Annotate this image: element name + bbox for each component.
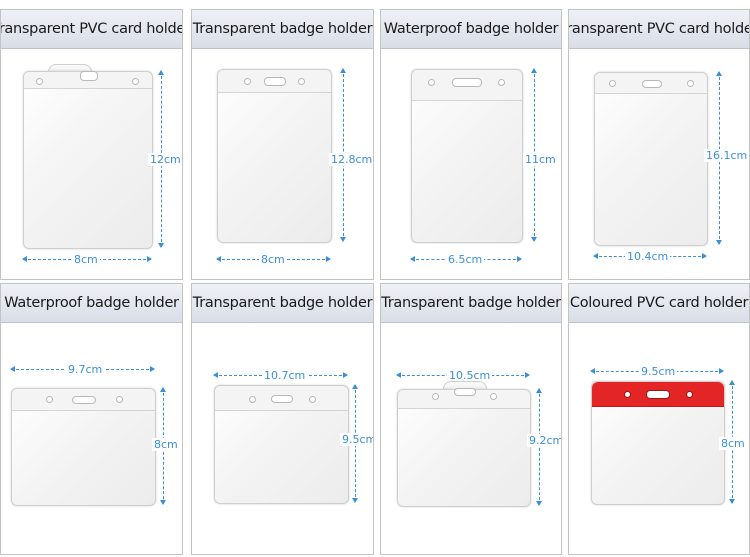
badge-holder-image: [411, 69, 523, 243]
product-figure: 10.7cm 9.5cm: [192, 323, 373, 554]
product-figure: 8cm 12.8cm: [192, 49, 373, 279]
height-dimension-label: 8cm: [152, 438, 180, 451]
badge-holder-image: [217, 69, 332, 243]
width-dimension-label: 10.7cm: [262, 369, 308, 382]
product-panel-3: Waterproof badge holder 6.5cm 11cm: [380, 9, 562, 280]
product-figure: 6.5cm 11cm: [381, 49, 561, 279]
product-figure: 9.7cm 8cm: [1, 323, 182, 554]
badge-holder-image: [11, 388, 156, 506]
width-dimension-label: 9.5cm: [639, 365, 678, 378]
product-figure: 9.5cm 8cm: [569, 323, 749, 554]
width-dimension-label: 6.5cm: [446, 253, 485, 266]
panel-title: Coloured PVC card holder: [569, 284, 749, 323]
width-dimension-label: 10.5cm: [447, 369, 493, 382]
panel-title: Transparent badge holder: [381, 284, 561, 323]
lanyard-slot: [642, 80, 662, 88]
coloured-card-holder-image: [591, 381, 725, 505]
card-holder-image: [594, 72, 708, 246]
product-figure: 10.5cm 9.2cm: [381, 323, 561, 554]
width-dimension-label: 9.7cm: [66, 363, 105, 376]
product-panel-4: Transparent PVC card holder 10.4cm 16.1c…: [568, 9, 750, 280]
product-panel-8: Coloured PVC card holder 9.5cm 8cm: [568, 283, 750, 555]
height-dimension-label: 8cm: [719, 437, 747, 450]
width-dimension-label: 8cm: [72, 253, 100, 266]
lanyard-slot: [646, 390, 670, 399]
panel-title: Transparent PVC card holder: [1, 10, 182, 49]
panel-title: Transparent badge holder: [192, 284, 373, 323]
lanyard-slot: [80, 71, 98, 81]
height-dimension-arrow: [534, 388, 544, 506]
height-dimension-label: 12cm: [148, 153, 182, 166]
height-dimension-label: 12.8cm: [329, 153, 373, 166]
badge-holder-image: [214, 385, 349, 504]
height-dimension-label: 9.2cm: [527, 434, 561, 447]
lanyard-slot: [264, 77, 286, 86]
panel-title: Transparent badge holder: [192, 10, 373, 49]
product-panel-7: Transparent badge holder 10.5cm 9.2cm: [380, 283, 562, 555]
holder-tab: [443, 381, 487, 392]
product-panel-6: Transparent badge holder 10.7cm 9.5cm: [191, 283, 374, 555]
height-dimension-label: 16.1cm: [704, 149, 749, 162]
product-panel-5: Waterproof badge holder 9.7cm 8cm: [0, 283, 183, 555]
panel-title: Transparent PVC card holder: [569, 10, 749, 49]
badge-holder-image: [397, 388, 531, 507]
panel-title: Waterproof badge holder: [381, 10, 561, 49]
width-dimension-label: 8cm: [259, 253, 287, 266]
height-dimension-label: 9.5cm: [340, 433, 373, 446]
product-figure: 10.4cm 16.1cm: [569, 49, 749, 279]
card-holder-image: [23, 71, 153, 249]
product-figure: 8cm 12cm: [1, 49, 182, 279]
lanyard-slot: [72, 396, 96, 404]
product-panel-2: Transparent badge holder 8cm 12.8cm: [191, 9, 374, 280]
product-panel-1: Transparent PVC card holder 8cm 12cm: [0, 9, 183, 280]
panel-title: Waterproof badge holder: [1, 284, 182, 323]
lanyard-slot: [271, 395, 293, 403]
height-dimension-label: 11cm: [523, 153, 558, 166]
lanyard-slot: [452, 78, 482, 87]
width-dimension-label: 10.4cm: [625, 250, 671, 263]
lanyard-slot: [454, 388, 476, 396]
